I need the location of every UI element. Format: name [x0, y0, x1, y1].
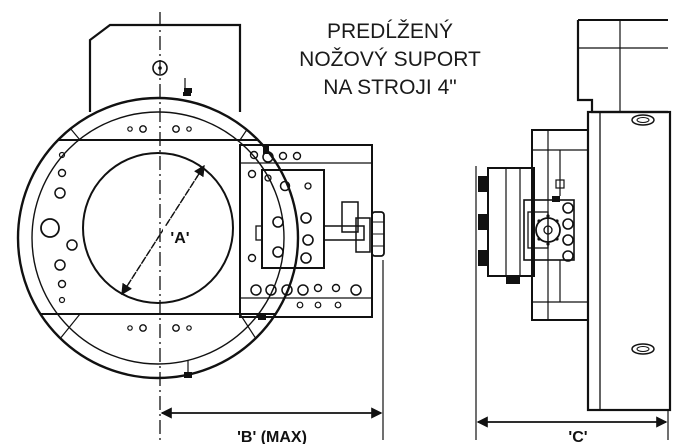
dimension-a	[121, 164, 205, 296]
label-b: 'B' (MAX)	[237, 429, 307, 444]
title-line-1: PREDĹŽENÝ	[327, 20, 453, 43]
title-line-3: NA STROJI 4"	[323, 76, 457, 99]
main-ring	[16, 88, 300, 380]
label-c: 'C'	[568, 429, 587, 444]
side-view	[478, 19, 672, 412]
tool-post	[239, 144, 385, 320]
title-line-2: NOŽOVÝ SUPORT	[299, 48, 481, 71]
dimension-b	[160, 260, 384, 440]
label-a: 'A'	[170, 230, 189, 247]
dimension-c	[475, 166, 669, 440]
